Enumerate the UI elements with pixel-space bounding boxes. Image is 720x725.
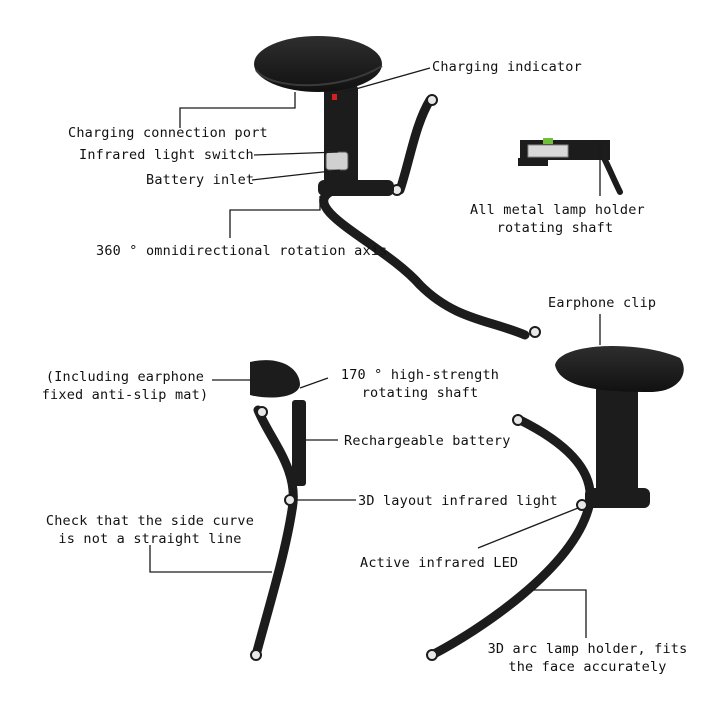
- persp-mid-led: [576, 499, 588, 511]
- persp-top-led: [512, 414, 524, 426]
- top-upper-arm: [395, 95, 435, 195]
- label-antislip-1: (Including earphone: [45, 369, 205, 385]
- leader-shaft: [299, 377, 329, 389]
- leader-lines: [149, 67, 601, 638]
- persp-cap: [555, 345, 684, 392]
- top-arm: [319, 187, 530, 340]
- side-battery: [292, 400, 306, 486]
- leader-active-led: [477, 507, 579, 549]
- top-end-led: [529, 326, 541, 338]
- charging-indicator-light: [332, 94, 337, 100]
- label-shaft-2: rotating shaft: [361, 385, 479, 401]
- persp-end-led: [426, 649, 438, 661]
- side-arm: [251, 405, 298, 660]
- side-end-led: [250, 649, 262, 661]
- label-shaft-1: 170 ° high-strength: [340, 367, 500, 383]
- label-metal-holder-2: rotating shaft: [496, 220, 614, 236]
- top-cap: [254, 36, 382, 92]
- leader-arc-holder: [530, 589, 587, 638]
- metal-holder-inset: [518, 138, 623, 195]
- leader-side-curve: [149, 545, 272, 573]
- metal-shaft: [527, 144, 569, 158]
- label-layout-ir-light: 3D layout infrared light: [358, 493, 558, 509]
- device-top-view: [254, 36, 541, 340]
- leader-charging-indicator: [344, 67, 431, 93]
- label-side-curve-1: Check that the side curve: [45, 513, 255, 529]
- leader-battery-inlet: [251, 169, 341, 181]
- label-arc-holder-2: the face accurately: [508, 659, 667, 675]
- label-antislip-2: fixed anti-slip mat): [41, 387, 209, 403]
- side-mid-led: [284, 494, 296, 506]
- top-base: [318, 180, 394, 196]
- label-infrared-switch: Infrared light switch: [79, 147, 254, 163]
- persp-arc: [427, 415, 595, 660]
- persp-stem: [596, 375, 638, 505]
- label-charging-port: Charging connection port: [68, 125, 268, 141]
- label-rotation-axis: 360 ° omnidirectional rotation axis: [96, 243, 388, 259]
- metal-level-marker: [543, 138, 553, 144]
- label-battery-inlet: Battery inlet: [146, 172, 255, 188]
- leader-infrared-switch: [253, 151, 339, 156]
- label-rechargeable-battery: Rechargeable battery: [344, 433, 511, 449]
- label-active-ir-led: Active infrared LED: [360, 555, 519, 571]
- battery-inlet-window: [325, 151, 349, 171]
- label-arc-holder-1: 3D arc lamp holder, fits: [487, 641, 688, 657]
- device-side-view: [250, 360, 306, 661]
- side-cap: [250, 360, 300, 398]
- top-cap-rim: [255, 65, 383, 87]
- label-side-curve-2: is not a straight line: [58, 531, 242, 547]
- side-top-led: [256, 406, 268, 418]
- device-perspective-view: [426, 345, 684, 661]
- leader-rotation-axis: [229, 196, 321, 238]
- top-stem: [324, 85, 358, 195]
- label-charging-indicator: Charging indicator: [432, 59, 582, 75]
- persp-base: [585, 488, 650, 508]
- label-earphone-clip: Earphone clip: [548, 295, 657, 311]
- leader-charging-port: [179, 92, 296, 128]
- label-metal-holder-1: All metal lamp holder: [470, 202, 645, 218]
- top-led-tip: [426, 94, 438, 106]
